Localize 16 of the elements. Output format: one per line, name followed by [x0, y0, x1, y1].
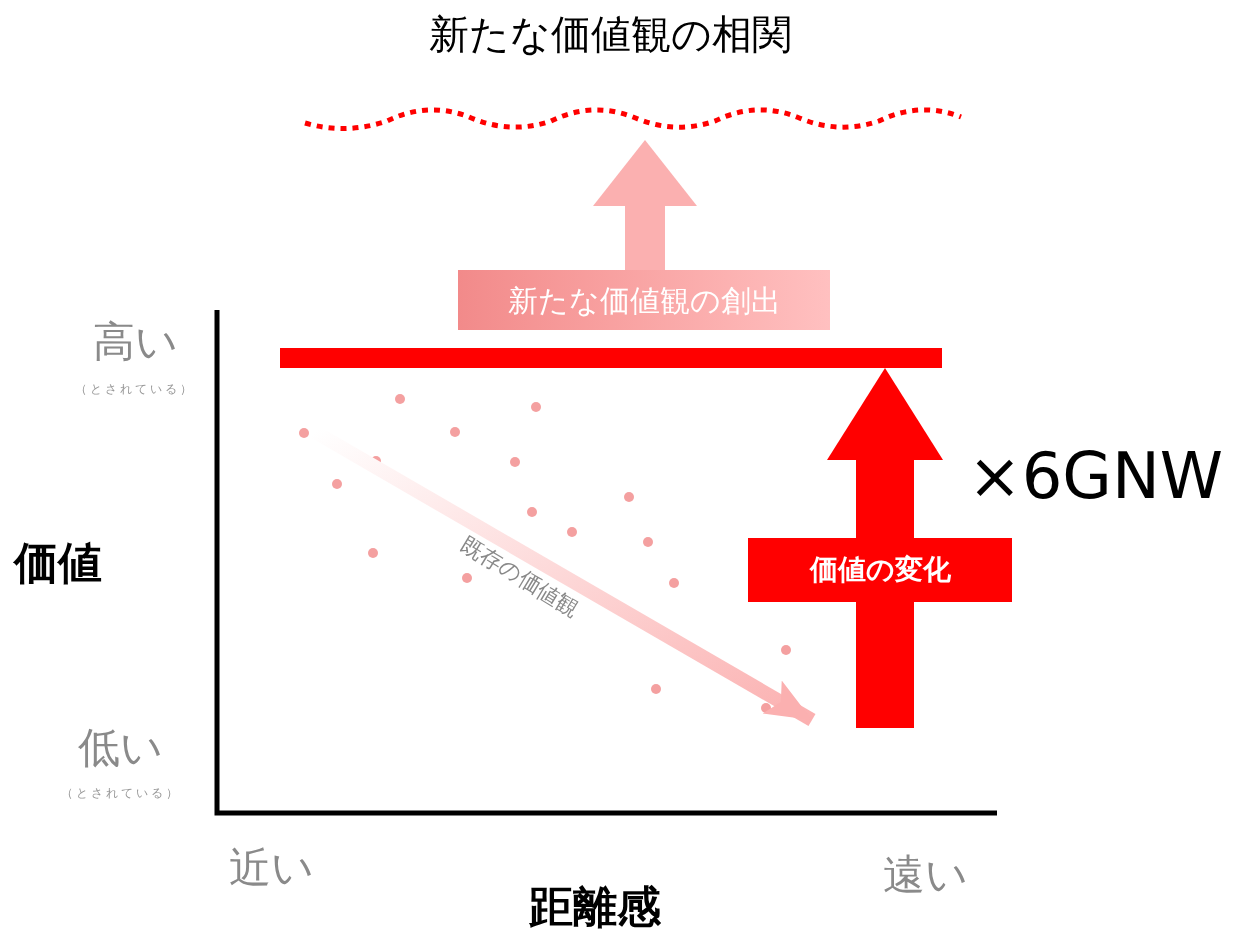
edge-label: 価値の変化: [748, 538, 1012, 602]
axis-label: 価値: [14, 536, 103, 590]
threshold-bar: [280, 348, 942, 368]
block-arrow: [827, 368, 943, 728]
axis-label: （とされている）: [74, 381, 196, 398]
block-arrow: [593, 140, 697, 270]
diagram-title: 新たな価値観の相関: [427, 10, 793, 59]
axis-label: ×6GNW: [968, 438, 1225, 515]
axis-label: 遠い: [881, 849, 969, 901]
axis-label: 距離感: [528, 880, 662, 934]
arrow-label: 既存の価値観: [455, 530, 585, 624]
axis-label: 低い: [76, 722, 164, 774]
label-box: 新たな価値観の創出: [458, 270, 830, 330]
axis-label: 近い: [227, 842, 315, 894]
axis-label: 高い: [91, 316, 179, 368]
axis-label: （とされている）: [60, 785, 182, 802]
